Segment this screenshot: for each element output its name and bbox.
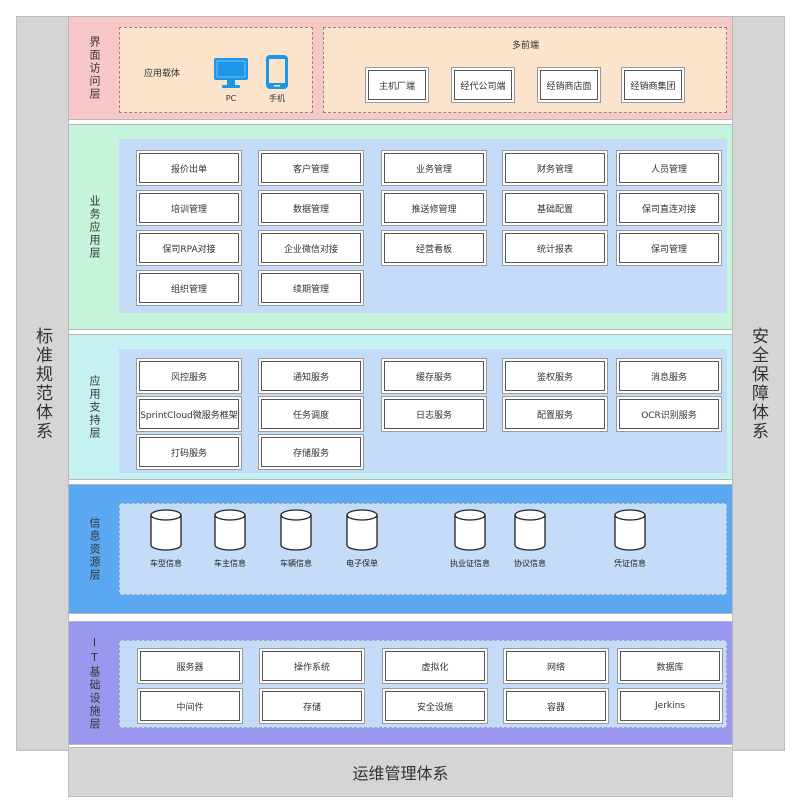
- module-box: 企业微信对接: [261, 233, 361, 263]
- layer-title: 业务应用层: [88, 194, 101, 260]
- module-box: 日志服务: [384, 399, 484, 429]
- ops-system-bar: 运维管理体系: [68, 747, 733, 797]
- module-box: 经营看板: [384, 233, 484, 263]
- module-box: 通知服务: [261, 361, 361, 391]
- phone-device: 手机: [264, 54, 290, 104]
- module-box: 组织管理: [139, 273, 239, 303]
- database-label: 车主信息: [214, 559, 246, 568]
- it-infra-layer: IT基础设施层 服务器操作系统虚拟化网络数据库中间件存储安全设施容器 Jerkin…: [68, 621, 733, 745]
- module-box: Jerkins: [620, 691, 720, 721]
- standards-system-bar: 标准规范体系: [16, 16, 69, 751]
- module-box: 数据库: [620, 651, 720, 681]
- database-label: 电子保单: [346, 559, 378, 568]
- ops-system-label: 运维管理体系: [352, 764, 449, 783]
- database-item: 执业证信息: [440, 508, 500, 569]
- module-box: 人员管理: [619, 153, 719, 183]
- module-box: 鉴权服务: [505, 361, 605, 391]
- database-item: 凭证信息: [600, 508, 660, 569]
- ui-access-layer: 界面访问层 应用载体 PC 手机 多前端 主机厂端经代公司端经销商店面经销商集团: [68, 16, 733, 120]
- module-box: 风控服务: [139, 361, 239, 391]
- business-panel: 报价出单客户管理业务管理财务管理人员管理培训管理数据管理推送修管理基础配置保司直…: [119, 139, 727, 313]
- phone-label: 手机: [269, 94, 285, 103]
- info-panel: 车型信息 车主信息 车辆信息 电子保单 执业证信息 协议信息 凭证信息: [119, 503, 727, 595]
- module-box: 安全设施: [385, 691, 485, 721]
- database-icon: [214, 509, 246, 551]
- module-box: 财务管理: [505, 153, 605, 183]
- module-box: 业务管理: [384, 153, 484, 183]
- frontend-label: 多前端: [512, 41, 540, 51]
- module-box: 网络: [506, 651, 606, 681]
- standards-system-label: 标准规范体系: [32, 326, 52, 441]
- pc-device: PC: [212, 56, 250, 103]
- database-label: 协议信息: [514, 559, 546, 568]
- app-support-layer: 应用支持层 风控服务通知服务缓存服务鉴权服务消息服务 SprintCloud微服务…: [68, 334, 733, 480]
- layer-title: 界面访问层: [88, 35, 101, 101]
- module-box: SprintCloud微服务框架: [139, 399, 239, 429]
- monitor-icon: [214, 58, 248, 88]
- database-icon: [514, 509, 546, 551]
- database-item: 电子保单: [332, 508, 392, 569]
- database-label: 车型信息: [150, 559, 182, 568]
- layer-title: IT基础设施层: [88, 635, 101, 731]
- module-box: OCR识别服务: [619, 399, 719, 429]
- app-carrier-panel: 应用载体 PC 手机: [119, 27, 313, 113]
- module-box: 任务调度: [261, 399, 361, 429]
- module-box: 操作系统: [262, 651, 362, 681]
- pc-label: PC: [225, 94, 237, 103]
- module-box: 中间件: [140, 691, 240, 721]
- frontend-box: 经销商店面: [540, 70, 598, 100]
- multi-frontend-panel: 多前端 主机厂端经代公司端经销商店面经销商集团: [323, 27, 727, 113]
- module-box: 保司直连对接: [619, 193, 719, 223]
- module-box: 打码服务: [139, 437, 239, 467]
- it-panel: 服务器操作系统虚拟化网络数据库中间件存储安全设施容器 Jerkins: [119, 640, 727, 728]
- module-box: 保司管理: [619, 233, 719, 263]
- frontend-box: 经销商集团: [624, 70, 682, 100]
- module-box: 基础配置: [505, 193, 605, 223]
- carrier-label: 应用载体: [144, 69, 181, 79]
- module-box: 存储: [262, 691, 362, 721]
- security-system-bar: 安全保障体系: [732, 16, 785, 751]
- business-app-layer: 业务应用层 报价出单客户管理业务管理财务管理人员管理培训管理数据管理推送修管理基…: [68, 124, 733, 330]
- module-box: 客户管理: [261, 153, 361, 183]
- database-item: 车辆信息: [266, 508, 326, 569]
- module-box: 容器: [506, 691, 606, 721]
- database-icon: [614, 509, 646, 551]
- database-item: 协议信息: [500, 508, 560, 569]
- database-item: 车型信息: [136, 508, 196, 569]
- database-label: 车辆信息: [280, 559, 312, 568]
- module-box: 数据管理: [261, 193, 361, 223]
- module-box: 续期管理: [261, 273, 361, 303]
- module-box: 推送修管理: [384, 193, 484, 223]
- info-resource-layer: 信息资源层 车型信息 车主信息 车辆信息 电子保单 执业证信息 协议信息 凭证信息: [68, 484, 733, 614]
- frontend-box: 经代公司端: [454, 70, 512, 100]
- database-icon: [150, 509, 182, 551]
- module-box: 虚拟化: [385, 651, 485, 681]
- layer-title: 信息资源层: [88, 516, 101, 582]
- database-label: 凭证信息: [614, 559, 646, 568]
- module-box: 培训管理: [139, 193, 239, 223]
- module-box: 报价出单: [139, 153, 239, 183]
- module-box: 服务器: [140, 651, 240, 681]
- database-icon: [454, 509, 486, 551]
- module-box: 存储服务: [261, 437, 361, 467]
- module-box: 消息服务: [619, 361, 719, 391]
- layer-title: 应用支持层: [88, 374, 101, 440]
- module-box: 保司RPA对接: [139, 233, 239, 263]
- database-icon: [280, 509, 312, 551]
- database-icon: [346, 509, 378, 551]
- module-box: 缓存服务: [384, 361, 484, 391]
- frontend-box: 主机厂端: [368, 70, 426, 100]
- module-box: 统计报表: [505, 233, 605, 263]
- security-system-label: 安全保障体系: [748, 326, 768, 441]
- database-label: 执业证信息: [450, 559, 490, 568]
- phone-icon: [266, 55, 288, 89]
- module-box: 配置服务: [505, 399, 605, 429]
- database-item: 车主信息: [200, 508, 260, 569]
- support-panel: 风控服务通知服务缓存服务鉴权服务消息服务 SprintCloud微服务框架任务调度…: [119, 349, 727, 473]
